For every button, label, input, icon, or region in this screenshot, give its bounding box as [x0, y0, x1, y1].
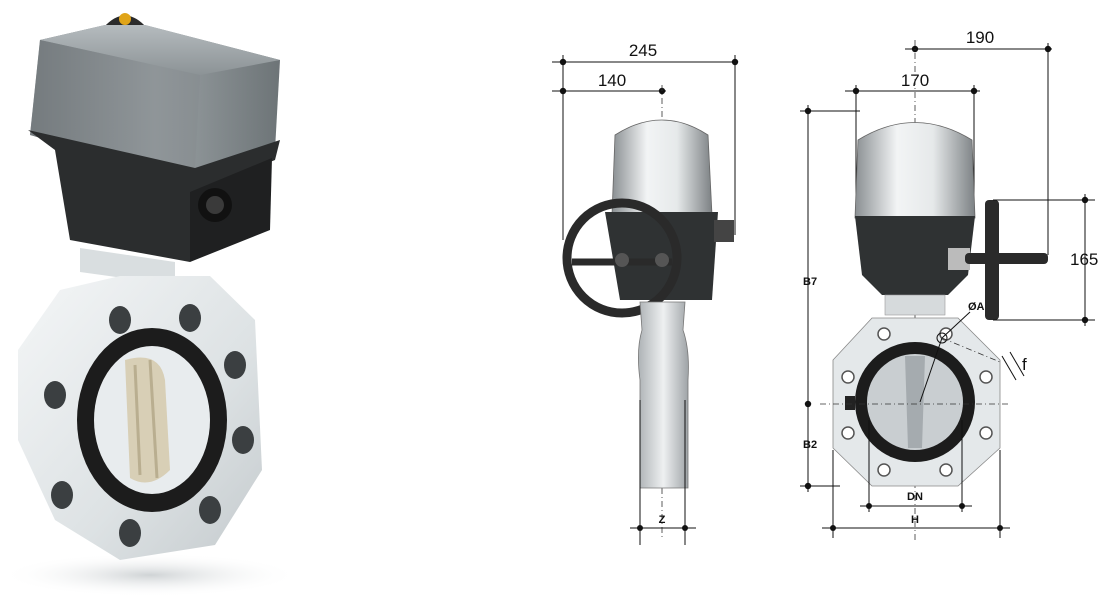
dim-front-bore-diameter: ØA: [968, 301, 985, 313]
product-photo: [0, 13, 300, 596]
dim-front-overall-width: H: [911, 514, 919, 526]
handwheel-icon: [562, 198, 682, 318]
dim-side-overall-width: 245: [629, 41, 657, 60]
dim-side-axis-offset: 140: [598, 71, 626, 90]
side-view-drawing: 245 140 Z: [552, 41, 739, 545]
dim-front-top-offset: 190: [966, 28, 994, 47]
dim-front-nominal-diameter: DN: [907, 491, 923, 503]
dim-front-height-lower: B2: [803, 439, 817, 451]
dim-front-height-upper: B7: [803, 276, 817, 288]
status-indicator-icon: [119, 13, 131, 25]
dim-front-handwheel-height: 165: [1070, 250, 1098, 269]
front-view-drawing: 190 170 165: [800, 28, 1098, 540]
dim-side-body-width: Z: [659, 514, 666, 526]
dim-front-flange-thickness: f: [1022, 355, 1027, 374]
